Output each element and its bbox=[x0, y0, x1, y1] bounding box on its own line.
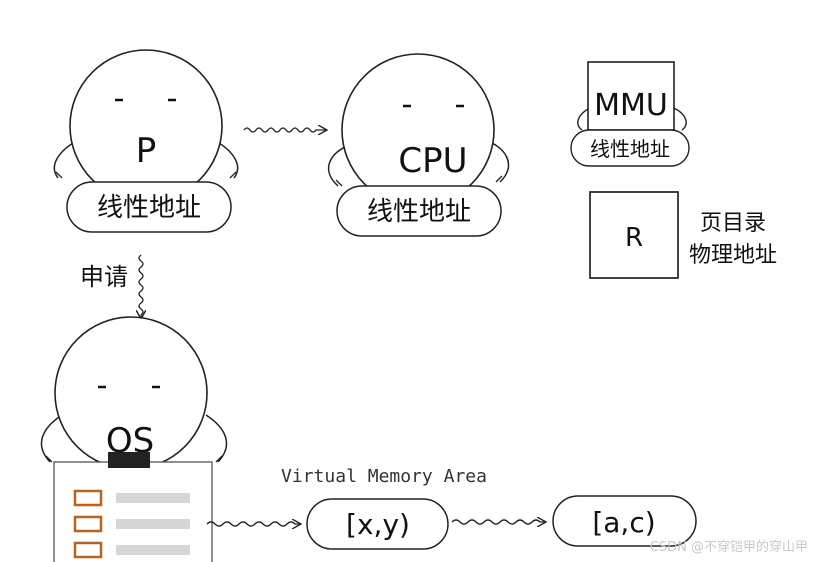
mmu-component: MMU 线性地址 bbox=[570, 61, 690, 167]
arrow-vma-to-next bbox=[451, 520, 545, 524]
list-line bbox=[116, 493, 190, 503]
arrow-p-to-cpu bbox=[243, 128, 326, 132]
hand-marks bbox=[55, 171, 237, 179]
linear-address-pill-cpu bbox=[336, 185, 502, 237]
linear-address-p-text: 线性地址 bbox=[97, 193, 201, 223]
head-circle bbox=[69, 49, 223, 203]
page-directory-text: 页目录 bbox=[700, 211, 766, 236]
arrow-os-to-vma bbox=[206, 522, 300, 526]
list-checkbox-icon bbox=[73, 541, 103, 559]
watermark-text: CSDN @不穿铠甲的穿山甲 bbox=[650, 539, 808, 555]
list-line bbox=[116, 519, 190, 529]
linear-address-cpu-text: 线性地址 bbox=[367, 197, 471, 227]
mmu-address-pill bbox=[570, 129, 690, 167]
hand-marks bbox=[45, 455, 223, 463]
request-label: 申请 bbox=[80, 263, 128, 291]
register-r-label: R bbox=[625, 223, 643, 253]
process-p-label: P bbox=[136, 131, 157, 171]
list-checkbox-icon bbox=[73, 489, 103, 507]
binder-clip-icon bbox=[108, 452, 150, 468]
register-r: R 页目录 物理地址 bbox=[589, 191, 777, 279]
arm-left bbox=[40, 414, 63, 463]
vma-range-ac bbox=[552, 495, 697, 547]
list-checkbox-icon bbox=[73, 515, 103, 533]
mmu-box bbox=[587, 61, 675, 131]
vma-title: Virtual Memory Area bbox=[281, 466, 487, 487]
character-p: P 线性地址 bbox=[53, 49, 239, 233]
physical-address-text: 物理地址 bbox=[689, 243, 777, 268]
linear-address-pill-p bbox=[66, 181, 232, 233]
vma-range-xy-text: [x,y) bbox=[346, 508, 410, 541]
process-cpu-label: CPU bbox=[398, 141, 467, 181]
vma-range-xy bbox=[306, 498, 449, 550]
mmu-address-text: 线性地址 bbox=[590, 137, 670, 161]
vma-range-ac-text: [a,c) bbox=[592, 506, 655, 539]
hand-marks bbox=[335, 175, 503, 187]
arm-right bbox=[205, 414, 228, 463]
character-os: OS bbox=[40, 316, 228, 562]
list-line bbox=[116, 545, 190, 555]
character-cpu: CPU 线性地址 bbox=[327, 53, 510, 237]
arrow-p-to-os bbox=[139, 254, 143, 318]
head-circle bbox=[341, 53, 495, 207]
register-r-box bbox=[589, 191, 679, 279]
mmu-label: MMU bbox=[594, 88, 668, 123]
